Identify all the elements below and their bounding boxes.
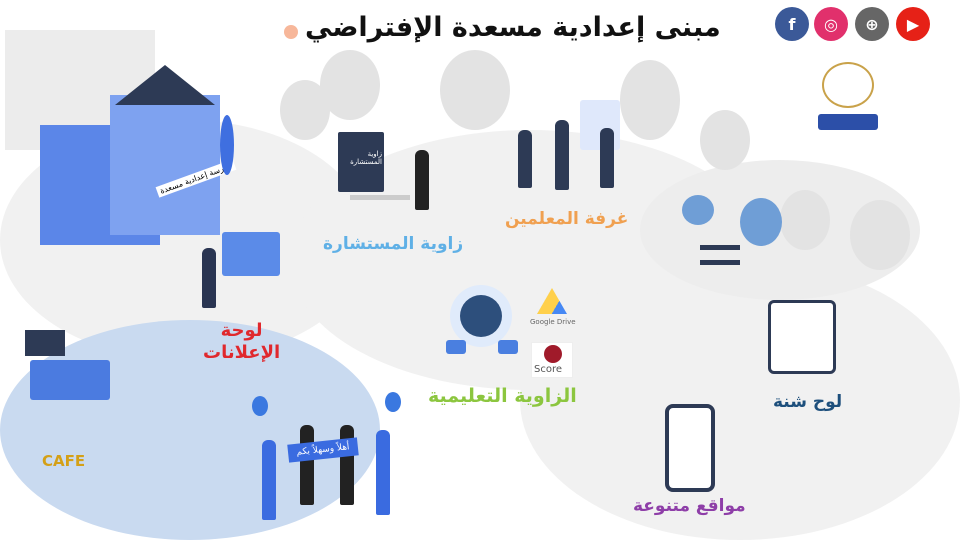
score-label: Score: [534, 364, 563, 375]
various-sites-label[interactable]: مواقع متنوعة: [633, 496, 746, 516]
person-figure: [415, 150, 429, 210]
cafe-counter: [30, 360, 110, 400]
cafe-area: [0, 320, 380, 540]
person-figure: [376, 430, 390, 515]
person-figure: [600, 128, 614, 188]
calendar-board-icon[interactable]: [768, 300, 836, 374]
learning-corner-label[interactable]: الزاوية التعليمية: [428, 385, 577, 407]
person-figure: [518, 130, 532, 188]
notice-board-label-line2: الإعلانات: [203, 342, 281, 363]
score-plus-logo[interactable]: Score: [531, 342, 573, 378]
website-globe-icon[interactable]: ⊕: [855, 7, 889, 41]
google-drive-label: Google Drive: [530, 318, 576, 326]
park-bench: [700, 245, 740, 265]
person-figure: [202, 248, 216, 308]
cafe-menu-board: [25, 330, 65, 356]
title-bullet: [284, 25, 298, 39]
balloon-icon: [252, 396, 268, 416]
person-figure: [262, 440, 276, 520]
youtube-icon[interactable]: ▶: [896, 7, 930, 41]
building-main: [110, 95, 220, 235]
facebook-icon[interactable]: f: [775, 7, 809, 41]
score-i-icon: [544, 345, 562, 363]
tree-icon: [440, 50, 510, 130]
globe-network-icon[interactable]: [460, 295, 502, 337]
computer-icon: [498, 340, 518, 354]
cafe-label[interactable]: CAFE: [42, 452, 86, 470]
instagram-icon[interactable]: ◎: [814, 7, 848, 41]
tree-icon: [780, 190, 830, 250]
school-building[interactable]: مدرسة إعدادية مسعدة: [20, 65, 240, 265]
park-tree-icon: [740, 198, 782, 246]
counselor-board-text: زاوية المستشارة: [350, 150, 382, 166]
ground-blob: [520, 260, 960, 540]
park-tree-icon: [682, 195, 714, 225]
person-figure: [300, 425, 314, 505]
counselor-corner-label[interactable]: زاوية المستشارة: [323, 234, 464, 254]
tree-icon: [700, 110, 750, 170]
year-board-label[interactable]: لوح شنة: [773, 392, 843, 412]
logo-ring: [822, 62, 874, 108]
tree-icon: [280, 80, 330, 140]
page-title: مبنى إعدادية مسعدة الإفتراضي: [305, 12, 721, 43]
teachers-room-label[interactable]: غرفة المعلمين: [505, 209, 629, 229]
notice-board-label-line1: لوحة: [220, 320, 263, 341]
person-figure: [555, 120, 569, 190]
counselor-board: [338, 132, 384, 192]
school-logo[interactable]: [812, 58, 884, 134]
balloon-icon: [385, 392, 401, 412]
building-roof: [115, 65, 215, 105]
tree-icon: [320, 50, 380, 120]
tree-icon: [850, 200, 910, 270]
logo-book: [818, 114, 878, 130]
computer-icon: [446, 340, 466, 354]
phone-icon[interactable]: [665, 404, 715, 492]
building-tree-icon: [220, 115, 234, 175]
desk: [350, 195, 410, 200]
tree-icon: [620, 60, 680, 140]
notice-board-label[interactable]: لوحة الإعلانات: [203, 320, 280, 364]
notice-board[interactable]: [222, 232, 280, 276]
